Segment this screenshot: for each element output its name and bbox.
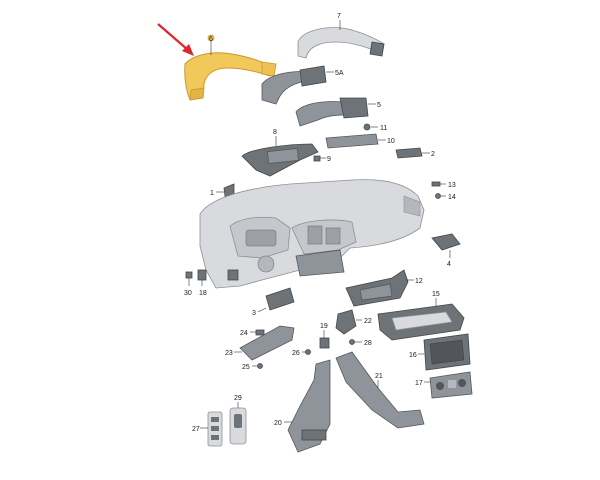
part-23-knee-trim[interactable]: 23 [225,325,295,361]
label-26: 26 [292,350,300,357]
label-9: 9 [327,156,331,163]
label-18: 18 [199,290,207,297]
part-29-cover[interactable]: 29 [229,395,247,445]
label-25: 25 [242,364,250,371]
label-4: 4 [447,261,451,268]
part-10-trim-strip[interactable]: 10 [325,133,395,149]
label-30: 30 [184,290,192,297]
part-13-clip[interactable]: 13 [431,181,456,189]
label-3: 3 [252,310,256,317]
part-7-upper-duct[interactable]: 7 [297,13,385,59]
label-20: 20 [274,420,282,427]
label-11: 11 [380,125,387,132]
label-2: 2 [431,151,435,158]
part-9-clip[interactable]: 9 [313,155,331,163]
label-21: 21 [375,373,383,380]
label-1: 1 [210,190,214,197]
label-27: 27 [192,426,200,433]
label-29: 29 [234,395,242,402]
part-6-air-duct-highlighted[interactable]: 6 [184,34,277,101]
label-5: 5 [377,102,381,109]
part-19-bracket[interactable]: 19 [319,323,330,349]
part-16-display-unit[interactable]: 16 [409,333,471,371]
part-8-vent-assembly[interactable]: 8 [241,129,319,177]
label-14: 14 [448,194,456,201]
label-10: 10 [387,138,395,145]
part-5a-center-duct[interactable]: 5A [261,65,344,105]
part-3-lower-left-vent[interactable]: 3 [252,287,295,317]
part-22-bracket[interactable]: 22 [335,309,372,335]
label-13: 13 [448,182,456,189]
label-17: 17 [415,380,423,387]
label-5a: 5A [335,70,344,77]
label-24: 24 [240,330,248,337]
part-11-clip[interactable]: 11 [363,123,387,132]
label-23: 23 [225,350,233,357]
label-28: 28 [364,340,372,347]
part-28-clip[interactable]: 28 [349,339,372,348]
label-8: 8 [273,129,277,136]
part-24-clip[interactable]: 24 [240,329,265,337]
part-5-lower-duct[interactable]: 5 [295,97,381,127]
part-14-screw[interactable]: 14 [435,193,456,202]
part-26-screw[interactable]: 26 [292,349,311,358]
part-30-clip[interactable]: 30 [184,271,193,297]
label-15: 15 [432,291,440,298]
dashboard-main-body [199,179,425,289]
part-27-button-panel[interactable]: 27 [192,411,223,447]
part-2-side-vent[interactable]: 2 [395,147,435,159]
label-6: 6 [209,36,213,43]
part-18-switch[interactable]: 18 [197,269,207,297]
part-15-display-frame[interactable]: 15 [377,291,465,341]
part-12-center-trim[interactable]: 12 [345,269,423,307]
label-12: 12 [415,278,423,285]
label-16: 16 [409,352,417,359]
part-25-screw[interactable]: 25 [242,363,263,372]
highlight-arrow [157,23,194,56]
part-4-right-vent[interactable]: 4 [431,233,461,268]
part-21-right-console-panel[interactable]: 21 [335,351,425,429]
label-19: 19 [320,323,328,330]
label-22: 22 [364,318,372,325]
part-17-climate-control[interactable]: 17 [415,371,473,399]
label-7: 7 [337,13,341,20]
part-20-left-console-panel[interactable]: 20 [274,359,331,453]
